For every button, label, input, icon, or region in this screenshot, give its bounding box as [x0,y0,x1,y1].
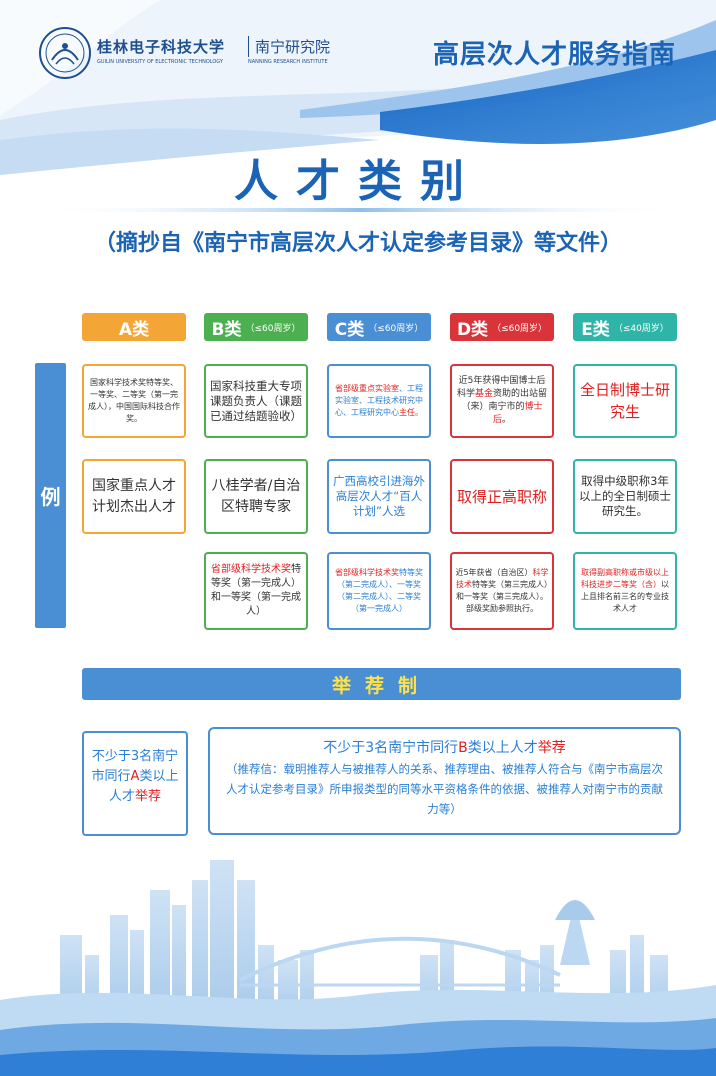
example-b3-highlight: 省部级科学技术奖 [211,564,291,575]
recommend-left-highlight: 举荐 [135,789,162,804]
example-c1-middle: 、工程实验室、工程技术研究中心、工程研究中心 [335,384,423,417]
recommend-right-main: 不少于3名南宁市同行B类以上人才举荐 [224,737,665,759]
example-d1-highlight: 基金 [474,389,493,399]
example-e3-highlight: 取得副高职称或市级以上科技进步二等奖（含） [581,568,669,589]
category-e-label: E类 [581,319,610,340]
example-a1-text: 国家科学技术奖特等奖、一等奖、二等奖（第一完成人），中国国际科技合作奖。 [88,378,180,423]
example-e1-text: 全日制博士研究生 [579,381,670,421]
example-b2-text: 八桂学者/自治区特聘专家 [211,477,301,515]
recommend-right-letter: B [458,740,468,756]
example-d1: 近5年获得中国博士后科学基金资助的出站留（来）南宁市的博士后。 [450,364,554,438]
example-d1-part-b: 资助的出站留（来）南宁市的 [461,389,548,412]
example-b3-text: 省部级科学技术奖特等奖（第一完成人）和一等奖（第一完成人） [209,563,303,619]
category-b-label: B类 [211,319,242,340]
example-e3-rest: 以上且排名前三名的专业技术人才 [581,580,669,613]
example-d3-highlight: 科学技术 [456,568,549,589]
category-c-label: C类 [334,319,365,340]
example-c1-end: 。 [415,408,423,417]
category-d-header: D类 （≤60周岁） [450,313,554,341]
example-d1-text: 近5年获得中国博士后科学基金资助的出站留（来）南宁市的博士后。 [455,375,549,427]
example-c2-text: 广西高校引进海外高层次人才“百人计划”人选 [333,474,425,518]
example-c3-highlight: 省部级科学技术奖 [335,568,399,577]
example-d1-part-a: 近5年获得中国博士后科学 [456,376,546,399]
example-d3: 近5年获省（自治区）科学技术特等奖（第三完成人）和一等奖（第三完成人）。部级奖励… [450,552,554,630]
example-e3-text: 取得副高职称或市级以上科技进步二等奖（含）以上且排名前三名的专业技术人才 [578,567,672,615]
category-d-label: D类 [456,319,489,340]
example-d1-end: 。 [502,415,512,425]
category-a-label: A类 [118,319,150,340]
example-c1-highlight: 省部级重点实验室 [335,384,399,393]
example-c1: 省部级重点实验室、工程实验室、工程技术研究中心、工程研究中心主任。 [327,364,431,438]
institute-name-en: NANNING RESEARCH INSTITUTE [248,59,328,65]
example-d3-part-b: 特等奖（第三完成人）和一等奖（第三完成人）。部级奖励参照执行。 [456,580,548,613]
category-d-age: （≤60周岁） [492,323,548,334]
example-b3: 省部级科学技术奖特等奖（第一完成人）和一等奖（第一完成人） [204,552,308,630]
category-a-header: A类 [82,313,186,341]
example-c2: 广西高校引进海外高层次人才“百人计划”人选 [327,459,431,534]
recommend-header: 举荐制 [82,668,681,700]
recommend-right-box: 不少于3名南宁市同行B类以上人才举荐 （推荐信：载明推荐人与被推荐人的关系、推荐… [208,727,681,835]
recommend-left-letter: A [130,769,140,784]
category-b-header: B类 （≤60周岁） [204,313,308,341]
example-c1-text: 省部级重点实验室、工程实验室、工程技术研究中心、工程研究中心主任。 [332,383,426,419]
example-d3-part-a: 近5年获省（自治区） [455,568,533,577]
category-e-age: （≤40周岁） [613,323,669,334]
example-a2-text: 国家重点人才计划杰出人才 [92,477,176,515]
recommend-note: （推荐信：载明推荐人与被推荐人的关系、推荐理由、被推荐人符合与《南宁市高层次人才… [226,762,663,816]
example-c1-highlight-2: 主任 [399,408,415,417]
example-c3-rest: 特等奖（第二完成人）、一等奖（第二完成人）、二等奖（第一完成人） [337,568,423,613]
recommend-right-part-b: 类以上人才 [467,740,538,756]
example-c3-text: 省部级科学技术奖特等奖（第二完成人）、一等奖（第二完成人）、二等奖（第一完成人） [332,567,426,615]
page-subtitle: （摘抄自《南宁市高层次人才认定参考目录》等文件） [93,231,622,256]
guide-title: 高层次人才服务指南 [432,40,676,70]
institute-name-cn: 南宁研究院 [248,36,330,57]
recommend-left-box: 不少于3名南宁市同行A类以上人才举荐 [82,731,188,836]
category-c-header: C类 （≤60周岁） [327,313,431,341]
example-e1: 全日制博士研究生 [573,364,677,438]
example-side-label: 例 [35,363,66,628]
university-name-cn: 桂林电子科技大学 [97,38,226,56]
example-a1: 国家科学技术奖特等奖、一等奖、二等奖（第一完成人），中国国际科技合作奖。 [82,364,186,438]
example-a2: 国家重点人才计划杰出人才 [82,459,186,534]
category-c-age: （≤60周岁） [368,323,424,334]
recommend-left-part-a: 不少于3名南宁市同行 [91,749,179,784]
example-d1-highlight-2: 博士后 [492,402,543,425]
page-title: 人才类别 [234,156,482,207]
example-e3: 取得副高职称或市级以上科技进步二等奖（含）以上且排名前三名的专业技术人才 [573,552,677,630]
category-e-header: E类 （≤40周岁） [573,313,677,341]
recommend-right-part-a: 不少于3名南宁市同行 [323,740,459,756]
example-b1-text: 国家科技重大专项课题负责人（课题已通过结题验收） [210,378,302,423]
example-e2-text: 取得中级职称3年以上的全日制硕士研究生。 [579,474,671,518]
example-d3-text: 近5年获省（自治区）科学技术特等奖（第三完成人）和一等奖（第三完成人）。部级奖励… [455,567,549,615]
example-c3: 省部级科学技术奖特等奖（第二完成人）、一等奖（第二完成人）、二等奖（第一完成人） [327,552,431,630]
example-d2: 取得正高职称 [450,459,554,534]
category-b-age: （≤60周岁） [245,323,301,334]
example-b2: 八桂学者/自治区特聘专家 [204,459,308,534]
example-d2-text: 取得正高职称 [456,487,547,506]
example-b1: 国家科技重大专项课题负责人（课题已通过结题验收） [204,364,308,438]
recommend-left-part-b: 类以上人才 [108,769,179,804]
university-name-en: GUILIN UNIVERSITY OF ELECTRONIC TECHNOLO… [97,59,223,65]
university-logo-icon [39,27,91,79]
example-e2: 取得中级职称3年以上的全日制硕士研究生。 [573,459,677,534]
recommend-right-highlight: 举荐 [537,740,566,756]
example-b3-rest: 特等奖（第一完成人）和一等奖（第一完成人） [211,564,301,617]
